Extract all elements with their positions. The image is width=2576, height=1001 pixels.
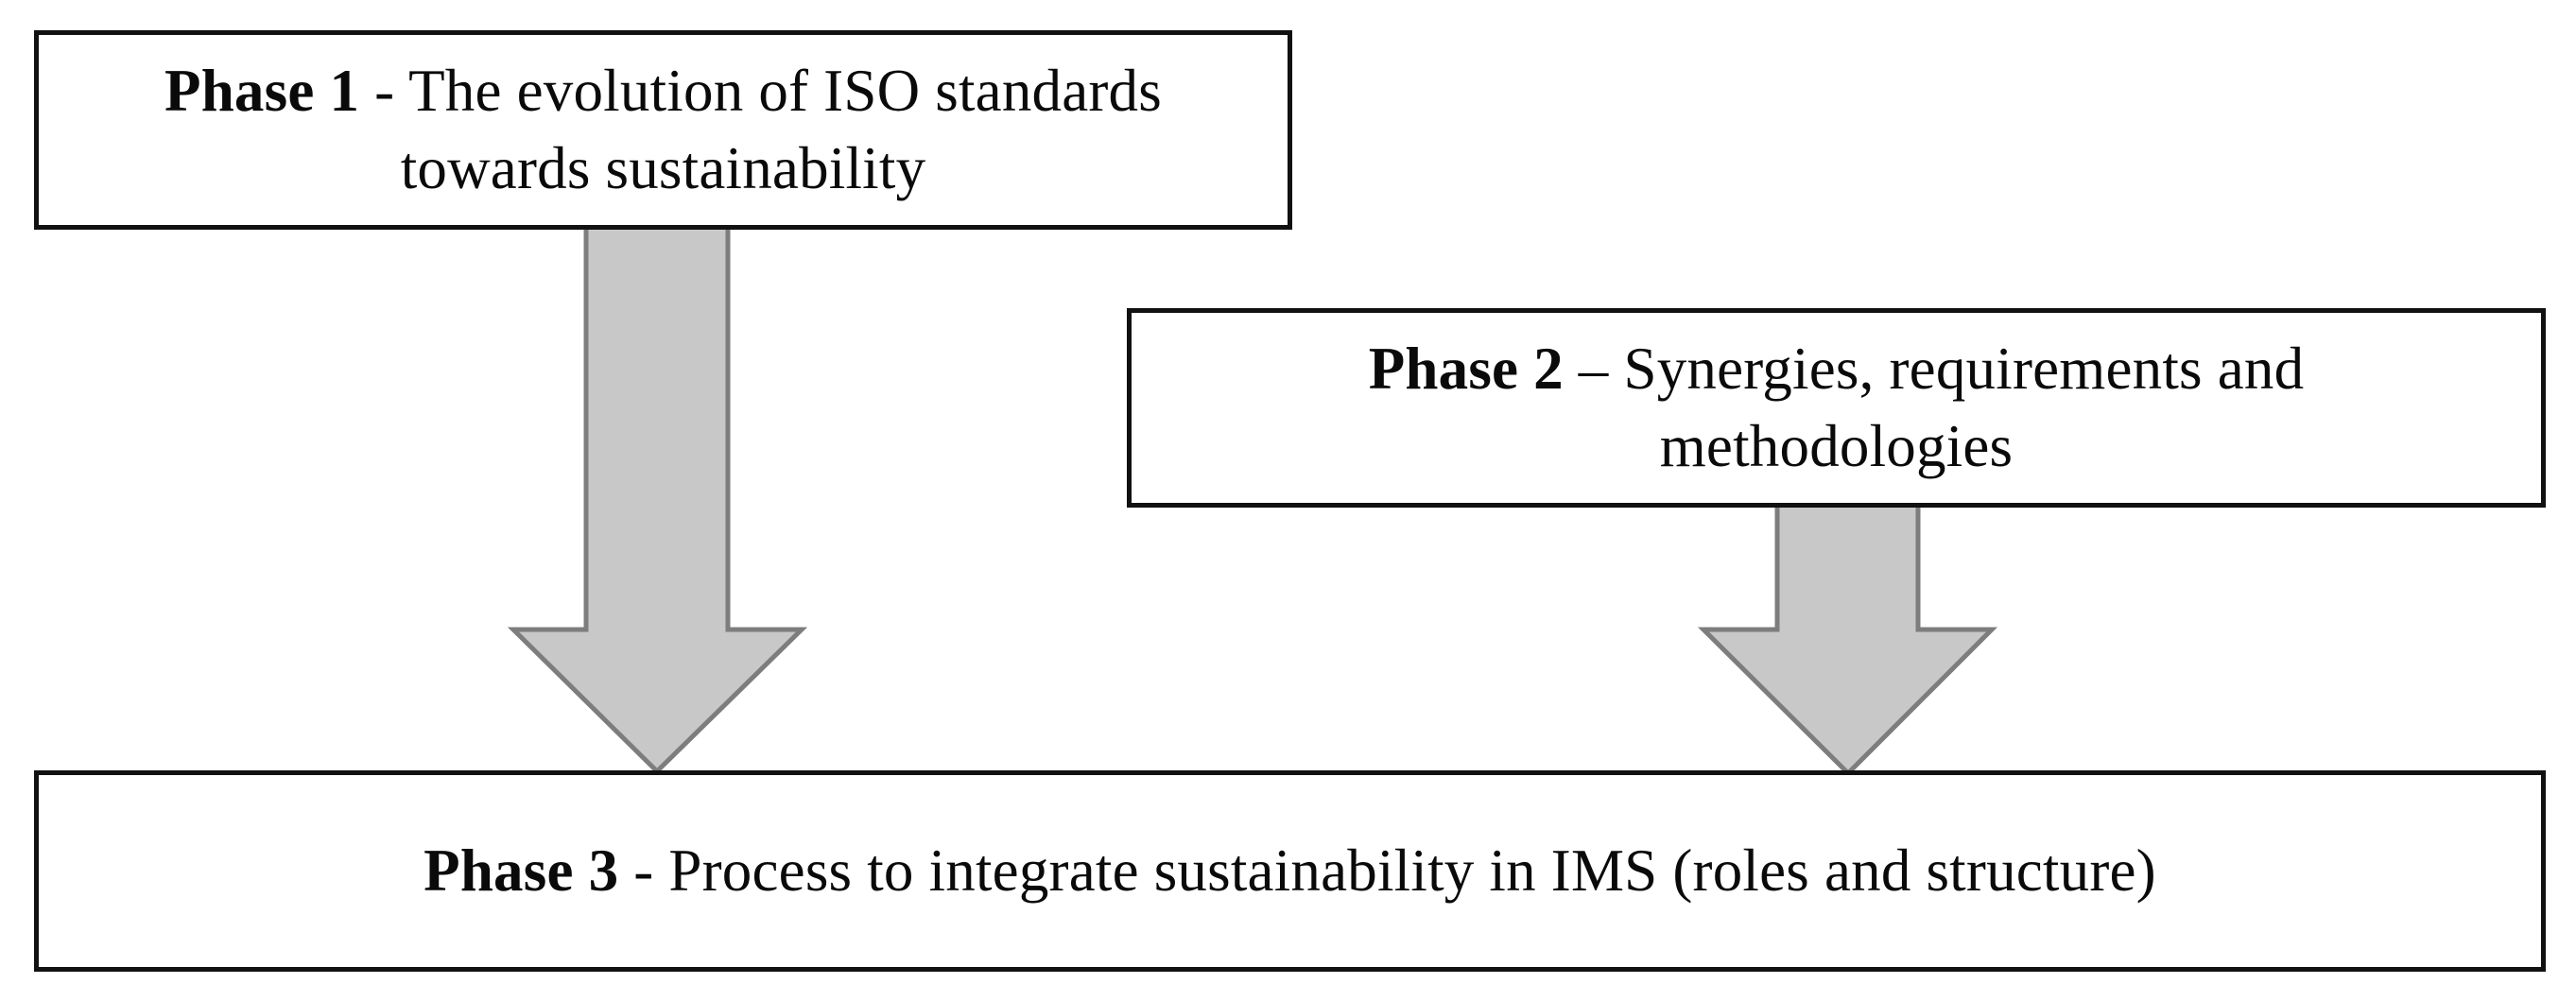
node-phase3-description: Process to integrate sustainability in I… [668, 837, 2156, 904]
node-phase1-text: Phase 1 - The evolution of ISO standards… [135, 53, 1192, 208]
node-phase1-description: The evolution of ISO standards towards s… [400, 57, 1162, 201]
node-phase3-label: Phase 3 [424, 837, 619, 904]
arrow-phase1-to-phase3 [507, 222, 808, 775]
node-phase1: Phase 1 - The evolution of ISO standards… [34, 30, 1292, 230]
node-phase1-separator: - [359, 57, 409, 124]
node-phase2-separator: – [1563, 335, 1624, 402]
node-phase3: Phase 3 - Process to integrate sustainab… [34, 770, 2546, 972]
node-phase2-label: Phase 2 [1368, 335, 1564, 402]
node-phase2: Phase 2 – Synergies, requirements and me… [1127, 308, 2546, 508]
arrow-phase2-to-phase3 [1697, 500, 1998, 777]
node-phase2-description: Synergies, requirements and methodologie… [1623, 335, 2305, 479]
node-phase1-label: Phase 1 [164, 57, 360, 124]
node-phase2-text: Phase 2 – Synergies, requirements and me… [1219, 331, 2455, 486]
down-arrow-icon [1697, 500, 1998, 777]
down-arrow-icon [507, 222, 808, 775]
node-phase3-separator: - [618, 837, 669, 904]
node-phase3-text: Phase 3 - Process to integrate sustainab… [410, 833, 2170, 910]
